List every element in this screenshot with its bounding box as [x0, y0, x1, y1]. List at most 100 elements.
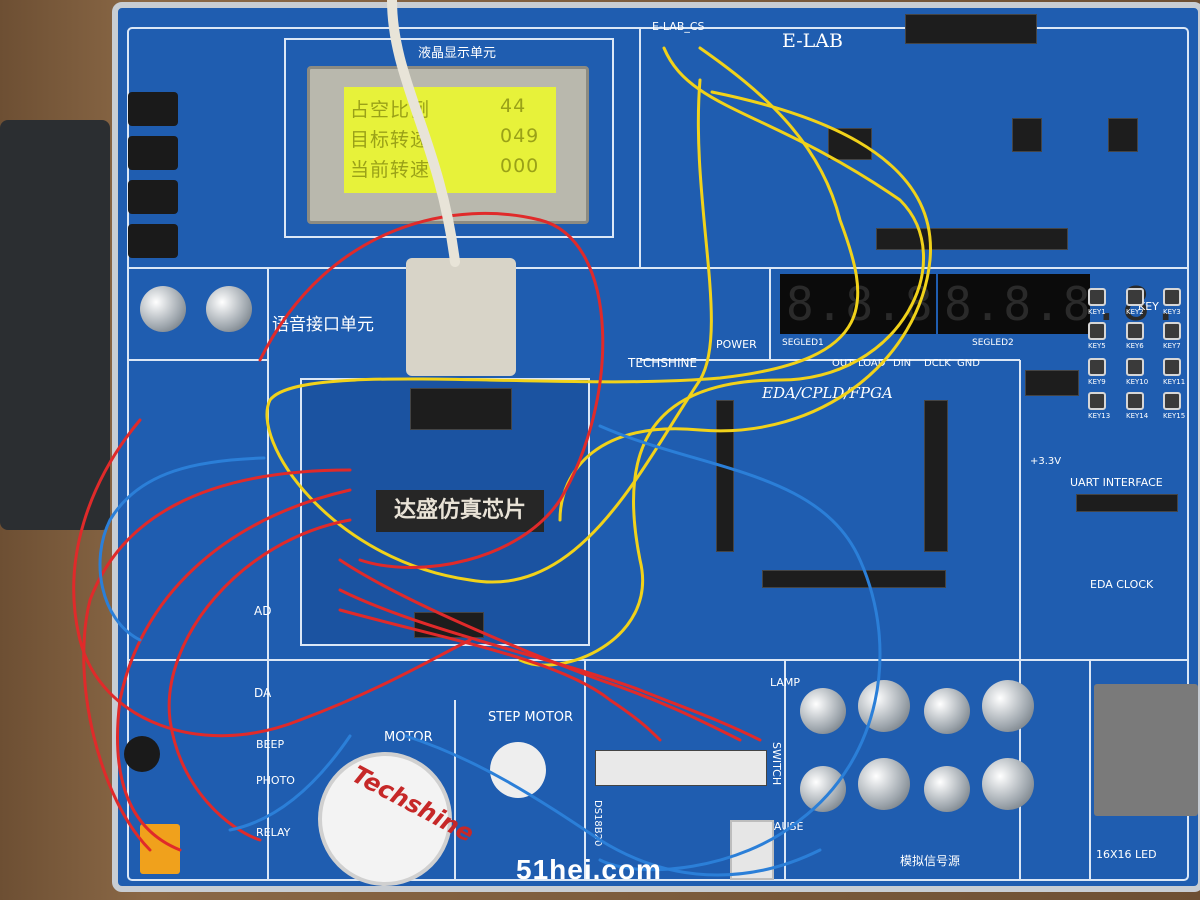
photo-label: PHOTO	[256, 774, 295, 787]
eda-clock-title: EDA CLOCK	[1090, 578, 1154, 591]
lcd-unit-title: 液晶显示单元	[418, 46, 497, 61]
fpga-header-vertical-left	[716, 400, 734, 552]
analog-knob-3[interactable]	[924, 688, 970, 734]
uart-header	[1076, 494, 1178, 512]
eda-title: EDA/CPLD/FPGA	[762, 384, 893, 402]
db9-port	[410, 388, 512, 430]
seg-pin-din: DIN	[893, 358, 912, 369]
key-label-1: KEY1	[1088, 308, 1106, 316]
seg-pin-load: LOAD	[858, 358, 886, 369]
analog-knob-5[interactable]	[800, 766, 846, 812]
key-label-7: KEY7	[1163, 342, 1181, 350]
analog-knob-1[interactable]	[800, 688, 846, 734]
key-11[interactable]	[1163, 358, 1181, 376]
wire-blue-3	[98, 456, 266, 642]
lcd-line-2: 目标转速 049	[350, 125, 538, 152]
key-label-9: KEY9	[1088, 378, 1106, 386]
wire-red-1	[82, 468, 352, 852]
fpga-header-horizontal	[762, 570, 946, 588]
key-label-5: KEY5	[1088, 342, 1106, 350]
dip-switch-bank[interactable]	[595, 750, 767, 786]
key-6[interactable]	[1126, 322, 1144, 340]
key-3[interactable]	[1163, 288, 1181, 306]
key-label-6: KEY6	[1126, 342, 1144, 350]
techshine-label: TECHSHINE	[628, 356, 698, 370]
power-label: POWER	[716, 338, 757, 351]
step-motor-title: STEP MOTOR	[488, 710, 574, 725]
wire-red-5	[338, 588, 762, 742]
relay-label: RELAY	[256, 826, 291, 839]
wire-red-3	[167, 518, 352, 842]
beep-label: BEEP	[256, 738, 285, 751]
wire-blue-2	[404, 734, 822, 877]
lcd-line-3-value: 000	[500, 155, 540, 177]
key-2[interactable]	[1126, 288, 1144, 306]
ic-74ls244	[1108, 118, 1138, 152]
switch-label: SWITCH	[770, 742, 783, 786]
audio-jack-1	[128, 92, 178, 126]
wire-yellow-2	[518, 46, 926, 667]
key-label-2: KEY2	[1126, 308, 1144, 316]
analog-knob-2[interactable]	[858, 680, 910, 732]
led-matrix-label: 16X16 LED	[1096, 848, 1157, 861]
serial-connector	[406, 258, 516, 376]
key-14[interactable]	[1126, 392, 1144, 410]
wire-red-8	[72, 418, 472, 738]
emulator-chip: 达盛仿真芯片	[376, 490, 544, 532]
lcd-line-3-label: 当前转速	[350, 159, 431, 181]
key-15[interactable]	[1163, 392, 1181, 410]
lcd-line-3: 当前转速 000	[350, 155, 538, 182]
audio-jack-2	[128, 136, 178, 170]
seg-pin-dclk: DCLK	[924, 358, 951, 369]
key-label-13: KEY13	[1088, 412, 1111, 420]
key-label-15: KEY15	[1163, 412, 1186, 420]
key-9[interactable]	[1088, 358, 1106, 376]
key-label-14: KEY14	[1126, 412, 1149, 420]
audio-jack-4	[128, 224, 178, 258]
ic-74ls273	[1012, 118, 1042, 152]
wire-blue-4	[228, 734, 352, 832]
lcd-line-2-label: 目标转速	[350, 129, 431, 151]
seg-label-1: SEGLED1	[782, 338, 824, 348]
voice-unit-title: 语音接口单元	[272, 315, 374, 335]
lcd-line-2-value: 049	[500, 125, 540, 147]
key-13[interactable]	[1088, 392, 1106, 410]
v33-label: +3.3V	[1030, 456, 1062, 467]
lamp-label: LAMP	[770, 676, 801, 689]
wire-red-2	[116, 488, 352, 852]
key-10[interactable]	[1126, 358, 1144, 376]
key-label-10: KEY10	[1126, 378, 1149, 386]
seg-pin-gnd: GND	[957, 358, 980, 369]
audio-jack-3	[128, 180, 178, 214]
analog-knob-4[interactable]	[982, 680, 1034, 732]
elab-title: E-LAB	[782, 30, 843, 52]
dc-motor	[318, 752, 452, 886]
wire-yellow-1	[265, 46, 860, 584]
analog-knob-8[interactable]	[982, 758, 1034, 810]
led-matrix	[1094, 684, 1198, 816]
uart-title: UART INTERFACE	[1070, 476, 1163, 489]
seg-label-2: SEGLED2	[972, 338, 1014, 348]
key-label-3: KEY3	[1163, 308, 1181, 316]
wire-red-4	[338, 558, 742, 742]
key-1[interactable]	[1088, 288, 1106, 306]
ad-label: AD	[254, 604, 272, 618]
fpga-header-vertical-right	[924, 400, 948, 552]
analog-title: 模拟信号源	[900, 854, 961, 868]
analog-knob-7[interactable]	[924, 766, 970, 812]
wire-red-7	[258, 211, 605, 569]
wire-yellow-3	[558, 90, 932, 522]
analog-knob-6[interactable]	[858, 758, 910, 810]
key-5[interactable]	[1088, 322, 1106, 340]
buzzer	[124, 736, 160, 772]
key-7[interactable]	[1163, 322, 1181, 340]
keyboard	[0, 120, 110, 530]
volume-knob-right	[206, 286, 252, 332]
header-connector-top	[905, 14, 1037, 44]
watermark: 51hei.com	[516, 854, 662, 885]
elab-cs-label: E-LAB_CS	[652, 20, 705, 33]
wire-blue-1	[598, 424, 882, 872]
lcd-screen: 占空比例 44 目标转速 049 当前转速 000	[344, 87, 556, 193]
